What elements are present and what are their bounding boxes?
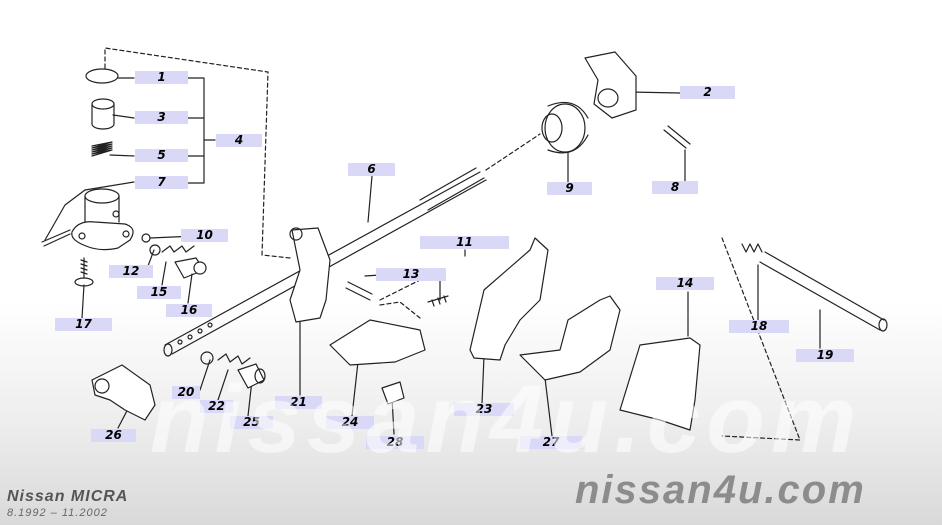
part-18-spring xyxy=(741,243,763,253)
part-label-20: 20 xyxy=(172,386,200,399)
part-label-13: 13 xyxy=(376,268,446,281)
part-5-spring xyxy=(91,141,113,157)
part-label-8: 8 xyxy=(652,181,698,194)
part-12-ball xyxy=(149,244,161,256)
part-2-bracket xyxy=(584,51,637,119)
bracket-4 xyxy=(164,77,216,184)
part-label-23: 23 xyxy=(454,403,514,416)
part-label-27: 27 xyxy=(520,436,582,449)
part-25-plug xyxy=(237,363,266,389)
part-label-7: 7 xyxy=(135,176,188,189)
part-label-17: 17 xyxy=(55,318,112,331)
part-label-12: 12 xyxy=(109,265,153,278)
part-13-pin xyxy=(345,281,373,301)
part-label-15: 15 xyxy=(137,286,181,299)
part-label-2: 2 xyxy=(680,86,735,99)
part-label-22: 22 xyxy=(200,400,233,413)
part-14-fork xyxy=(619,337,701,431)
part-label-14: 14 xyxy=(656,277,714,290)
part-label-1: 1 xyxy=(135,71,188,84)
part-label-21: 21 xyxy=(275,396,322,409)
part-label-16: 16 xyxy=(166,304,212,317)
part-16-plug xyxy=(174,257,207,279)
part-label-18: 18 xyxy=(729,320,789,333)
part-27-fork xyxy=(519,295,621,381)
part-label-3: 3 xyxy=(135,111,188,124)
watermark-background: nissan4u.com xyxy=(150,366,863,473)
part-24-plate xyxy=(329,319,426,366)
part-label-4: 4 xyxy=(216,134,262,147)
part-10-ball xyxy=(141,233,151,243)
watermark-logo: nissan4u.com xyxy=(575,468,866,512)
part-label-24: 24 xyxy=(326,416,374,429)
part-3-plug xyxy=(91,98,115,130)
part-label-19: 19 xyxy=(796,349,854,362)
part-label-26: 26 xyxy=(91,429,136,442)
part-22-spring xyxy=(217,353,251,365)
part-label-10: 10 xyxy=(181,229,228,242)
part-label-25: 25 xyxy=(230,416,273,429)
part-7-body xyxy=(41,188,134,251)
part-8-pin xyxy=(663,125,691,149)
part-label-9: 9 xyxy=(547,182,592,195)
dashed-guides xyxy=(104,47,801,441)
part-28-block xyxy=(381,381,405,405)
part-9-bush xyxy=(541,101,589,154)
part-label-6: 6 xyxy=(348,163,395,176)
part-11-bolt xyxy=(427,295,449,307)
part-label-5: 5 xyxy=(135,149,188,162)
part-17-bolt xyxy=(74,257,94,287)
model-name: Nissan MICRA xyxy=(7,488,129,505)
part-19-rod xyxy=(759,251,888,332)
part-26-bracket xyxy=(91,364,156,421)
part-23-fork xyxy=(469,237,549,361)
part-20-ball xyxy=(200,351,214,365)
part-15-spring xyxy=(161,245,195,253)
production-period: 8.1992 – 11.2002 xyxy=(7,507,108,519)
part-1-cap xyxy=(85,68,119,84)
part-label-28: 28 xyxy=(366,436,424,449)
part-label-11: 11 xyxy=(420,236,509,249)
part-21-lever xyxy=(289,227,331,323)
